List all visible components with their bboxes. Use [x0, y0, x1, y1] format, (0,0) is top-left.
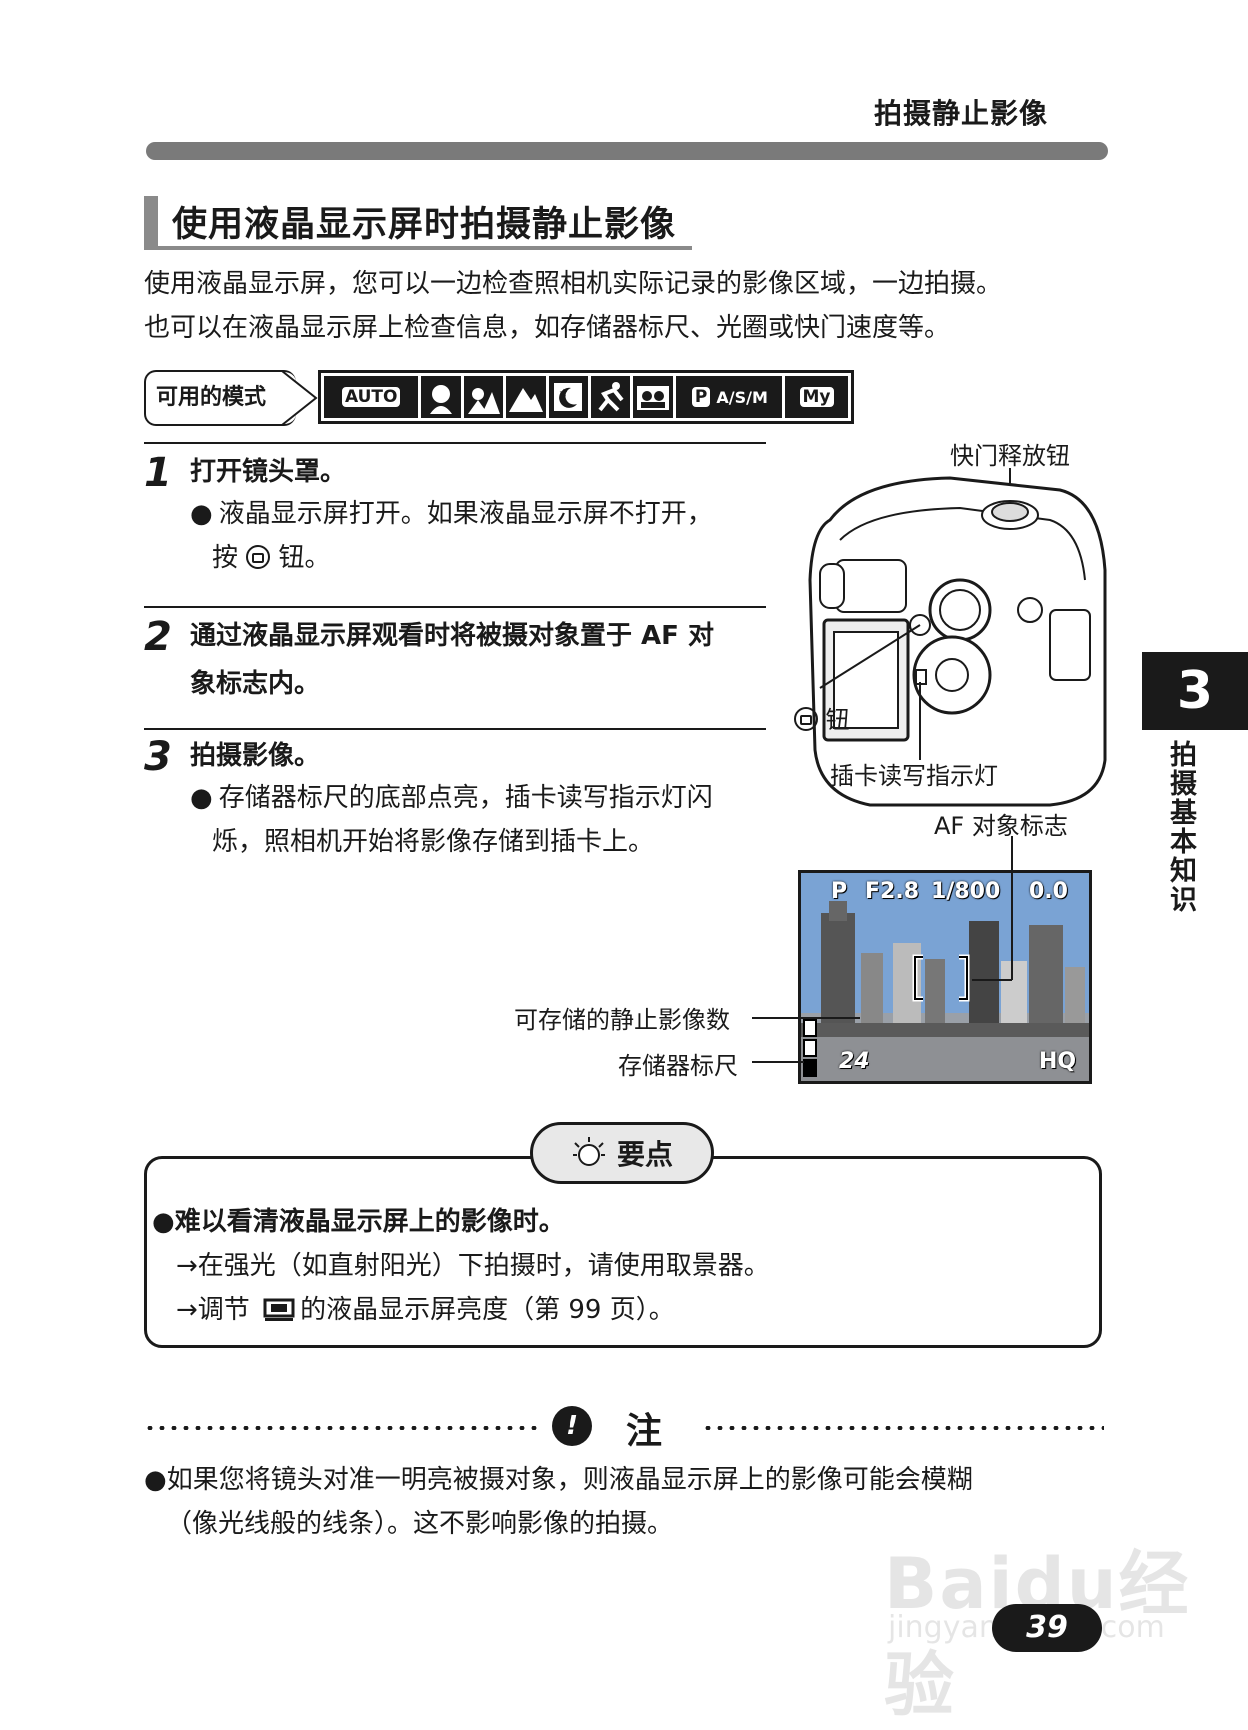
step-1-title: 打开镜头罩。	[190, 457, 347, 487]
note-icon: !	[552, 1406, 592, 1446]
note-title: 注	[626, 1411, 663, 1452]
note-text: ●如果您将镜头对准一明亮被摄对象，则液晶显示屏上的影像可能会模糊 （像光线般的线…	[144, 1465, 973, 1539]
section-title-bar	[144, 196, 158, 248]
tips-item-2: →调节 的液晶显示屏亮度（第 99 页）。	[176, 1295, 675, 1325]
bullet-dot-icon: ●	[144, 1465, 167, 1495]
bullet-dot-icon: ●	[152, 1207, 175, 1237]
lcd-shutter-speed: 1/800	[931, 879, 1001, 904]
af-target-mark-icon	[912, 954, 970, 1002]
intro-line-2: 也可以在液晶显示屏上检查信息，如存储器标尺、光圈或快门速度等。	[144, 313, 951, 343]
monitor-button-callout: 钮	[794, 700, 850, 735]
lcd-aperture: F2.8	[865, 879, 920, 904]
frames-remaining-callout: 可存储的静止影像数	[514, 1006, 730, 1034]
lcd-exposure-compensation: 0.0	[1029, 879, 1068, 904]
available-modes-label: 可用的模式	[144, 370, 296, 426]
camera-illustration	[808, 468, 1107, 807]
lcd-leader-lines	[752, 836, 1013, 1063]
monitor-button-icon	[246, 545, 271, 569]
self-portrait-icon	[633, 376, 673, 418]
bullet-dot-icon: ●	[190, 499, 213, 529]
arrow-right-icon: →	[176, 1295, 198, 1325]
page-header-title: 拍摄静止影像	[873, 97, 1048, 130]
auto-icon: AUTO	[324, 376, 419, 418]
af-target-mark-callout: AF 对象标志	[934, 812, 1068, 840]
step-2-rule	[144, 606, 766, 608]
bullet-dot-icon: ●	[190, 783, 213, 813]
lightbulb-icon	[572, 1137, 605, 1166]
intro-text: 使用液晶显示屏，您可以一边检查照相机实际记录的影像区域，一边拍摄。 也可以在液晶…	[144, 262, 1104, 350]
city-skyline-image	[801, 873, 1089, 1081]
lcd-quality: HQ	[1039, 1049, 1077, 1074]
arrow-right-icon: →	[176, 1251, 198, 1281]
modes-arrow-icon	[281, 370, 318, 426]
memory-gauge-icon	[803, 1019, 817, 1077]
landscape-portrait-icon	[463, 376, 504, 418]
step-2-number: 2	[144, 614, 172, 660]
tips-heading: ●难以看清液晶显示屏上的影像时。	[152, 1207, 565, 1237]
memory-gauge-callout: 存储器标尺	[618, 1052, 738, 1080]
step-2-title: 通过液晶显示屏观看时将被摄对象置于 AF 对 象标志内。	[190, 621, 714, 699]
note-dots-right	[702, 1426, 1104, 1430]
section-title: 使用液晶显示屏时拍摄静止影像	[172, 205, 677, 245]
landscape-icon	[506, 376, 546, 418]
page-number: 39	[992, 1604, 1102, 1652]
step-1-number: 1	[144, 450, 172, 496]
tips-item-1: →在强光（如直射阳光）下拍摄时，请使用取景器。	[176, 1251, 770, 1281]
chapter-number: 3	[1142, 652, 1248, 730]
monitor-button-icon	[794, 707, 818, 731]
svg-text:★: ★	[559, 388, 568, 399]
shutter-button-callout: 快门释放钮	[950, 442, 1070, 470]
step-3-rule	[144, 728, 766, 730]
step-1-rule	[144, 442, 766, 444]
tips-tag: 要点	[530, 1122, 714, 1184]
card-access-lamp-callout: 插卡读写指示灯	[830, 762, 998, 790]
tips-tag-label: 要点	[616, 1138, 673, 1171]
lcd-monitor-screen: P F2.8 1/800 0.0 24 HQ	[798, 870, 1092, 1084]
sports-icon	[590, 376, 631, 418]
lcd-mode: P	[831, 879, 848, 904]
step-3-title: 拍摄影像。	[190, 741, 321, 771]
section-underline	[144, 246, 692, 250]
monitor-brightness-icon	[263, 1298, 295, 1321]
step-3-number: 3	[144, 734, 172, 780]
step-3-bullet: ●存储器标尺的底部点亮，插卡读写指示灯闪 烁，照相机开始将影像存储到插卡上。	[190, 783, 713, 857]
mode-icon-strip: AUTO ★ P A/S/M My	[318, 370, 854, 424]
chapter-label: 拍摄基本知识	[1165, 740, 1196, 914]
lcd-frames-remaining: 24	[839, 1049, 870, 1074]
pasm-icon: P A/S/M	[675, 376, 783, 418]
intro-line-1: 使用液晶显示屏，您可以一边检查照相机实际记录的影像区域，一边拍摄。	[144, 269, 1003, 299]
note-dots-left	[144, 1426, 540, 1430]
portrait-icon	[421, 376, 461, 418]
header-rule	[146, 142, 1108, 160]
night-scene-icon: ★	[548, 376, 588, 418]
my-mode-icon: My	[785, 376, 849, 418]
step-1-bullet: ●液晶显示屏打开。如果液晶显示屏不打开， 按 钮。	[190, 499, 713, 573]
